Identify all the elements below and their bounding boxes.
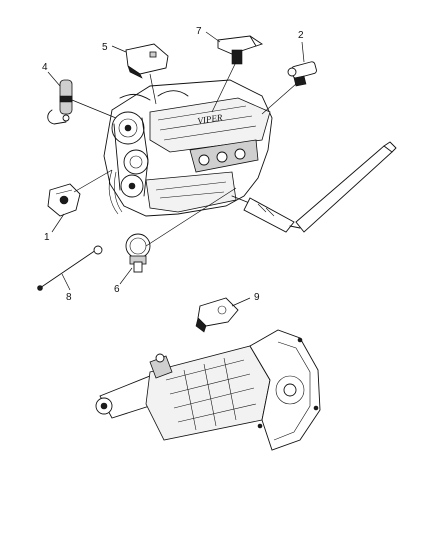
- leader-2: [301, 41, 305, 63]
- callouts: 1 2 4 5 6 7 8 9: [42, 26, 304, 303]
- callout-2: 2: [298, 30, 304, 41]
- callout-5: 5: [102, 42, 108, 53]
- part-5-module: [125, 43, 169, 79]
- leader-5b: [149, 73, 157, 105]
- callout-9: 9: [254, 292, 260, 303]
- leader-9: [231, 297, 251, 307]
- part-1-sensor: [47, 183, 81, 217]
- part-9-switch: [195, 297, 239, 333]
- leader-4: [47, 71, 61, 87]
- callout-1: 1: [44, 232, 50, 243]
- callout-4: 4: [42, 62, 48, 73]
- engine: VIPER: [103, 79, 397, 233]
- engine-logo: VIPER: [197, 112, 224, 126]
- part-4-sensor: [47, 79, 73, 125]
- leader-lines: [47, 31, 305, 307]
- part-8-sensor: [37, 245, 103, 291]
- leader-5: [111, 45, 127, 53]
- leader-7b: [211, 61, 237, 113]
- part-2-sensor: [287, 61, 317, 87]
- leader-4b: [71, 99, 117, 119]
- part-6-clamp: [125, 233, 151, 273]
- leader-7: [205, 31, 221, 43]
- leader-6b: [145, 187, 237, 247]
- leader-8: [61, 273, 71, 291]
- callout-6: 6: [114, 284, 120, 295]
- leader-6: [119, 267, 133, 285]
- transmission: [95, 329, 321, 451]
- leader-1b: [73, 169, 113, 193]
- leader-1: [51, 213, 65, 233]
- callout-7: 7: [196, 26, 202, 37]
- leader-2b: [261, 83, 297, 115]
- callout-8: 8: [66, 292, 72, 303]
- part-7-sensor: [217, 35, 264, 65]
